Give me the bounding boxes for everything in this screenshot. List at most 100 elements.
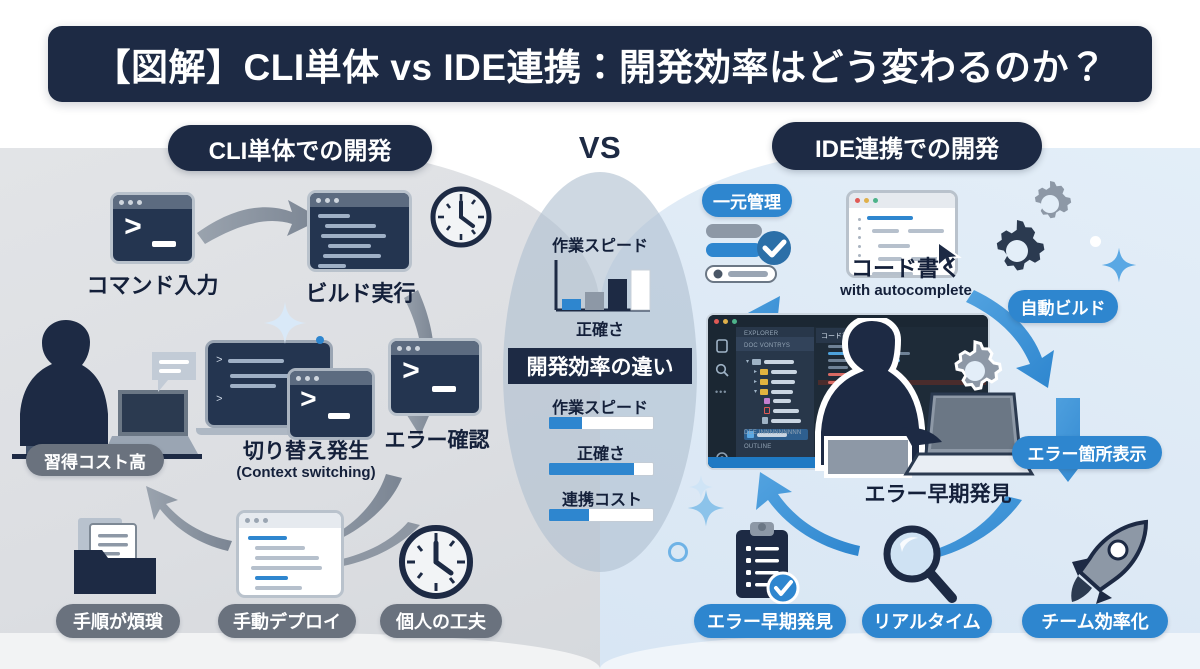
badge-jido-build-text: 自動ビルド	[1020, 299, 1106, 318]
badge-tejun-hanza: 手順が煩瑣	[56, 604, 180, 638]
chevron-down-icon[interactable]: ▾	[754, 389, 758, 395]
badge-ichigen-kanri: 一元管理	[702, 184, 792, 217]
deploy-window	[236, 510, 344, 598]
metric-bar-accuracy	[548, 462, 654, 476]
folder-icon	[752, 358, 762, 365]
chevron-right-icon[interactable]: ▸	[754, 369, 758, 375]
step-label-build-exec-text: ビルド実行	[305, 281, 416, 306]
badge-team-efficiency: チーム効率化	[1022, 604, 1168, 638]
bar-ide-accuracy	[630, 269, 651, 311]
sparkle-icon	[1101, 247, 1137, 283]
badge-jido-build: 自動ビルド	[1008, 290, 1118, 323]
center-chart-bottom-label: 正確さ	[530, 316, 670, 340]
deploy-window-body	[239, 528, 341, 595]
build-window-body	[310, 207, 409, 269]
terminal-prompt-icon: >	[402, 356, 421, 390]
page-title: 【図解】CLI単体 vs IDE連携：開発効率はどう変わるのか？	[48, 26, 1152, 102]
step-label-context-switching-text: 切り替え発生	[243, 440, 369, 463]
center-chart-top-label: 作業スピード	[520, 232, 680, 256]
badge-error-soki-hakken: エラー早期発見	[694, 604, 846, 638]
chevron-right-icon[interactable]: ▸	[754, 379, 758, 385]
clipboard-check-icon	[736, 522, 800, 605]
metric-label-accuracy-text: 正確さ	[576, 446, 625, 463]
ide-editor-tab-label: コード書く	[821, 332, 856, 340]
metric-label-speed-text: 作業スピード	[551, 400, 648, 417]
folder-icon	[760, 388, 769, 395]
check-circle-icon	[757, 231, 791, 265]
sparkle-icon	[264, 302, 306, 344]
search-icon[interactable]	[715, 363, 730, 378]
badge-ichigen-kanri-text: 一元管理	[713, 193, 781, 212]
badge-kojin-no-kufu-text: 個人の工夫	[396, 612, 486, 632]
metric-label-accuracy: 正確さ	[546, 440, 656, 464]
badge-kojin-no-kufu: 個人の工夫	[380, 604, 502, 638]
chevron-down-icon[interactable]: ▾	[746, 359, 750, 365]
badge-tejun-hanza-text: 手順が煩瑣	[73, 612, 163, 632]
file-active-icon	[747, 431, 754, 438]
magnifier-icon	[883, 525, 957, 603]
badge-realtime-text: リアルタイム	[873, 612, 981, 632]
step-label-error-check-text: エラー確認	[384, 429, 490, 452]
metric-label-cost-text: 連携コスト	[561, 492, 642, 509]
ide-section-label[interactable]: DOC VONTRYS	[736, 337, 814, 351]
badge-error-soki-hakken-text: エラー早期発見	[707, 612, 833, 632]
code-editor-body	[849, 208, 955, 275]
window-titlebar	[113, 195, 192, 209]
step-sublabel-autocomplete: with autocomplete	[840, 282, 972, 300]
badge-error-kasho-hyoji-text: エラー箇所表示	[1027, 445, 1147, 464]
decorative-ring	[668, 542, 688, 562]
badge-shudo-deploy-text: 手動デプロイ	[233, 612, 341, 632]
step-label-build-exec: ビルド実行	[288, 276, 433, 308]
center-chart-bottom-label-text: 正確さ	[575, 322, 624, 339]
center-comparison-title-text: 開発効率の違い	[526, 356, 674, 379]
monitor-stand	[196, 428, 342, 435]
file-icon	[762, 417, 768, 424]
documents-folder-icon	[74, 518, 156, 594]
right-section-heading-text: IDE連携での開発	[814, 135, 999, 163]
developer-silhouette-icon	[12, 320, 202, 459]
window-titlebar	[310, 193, 409, 207]
terminal-cursor-icon	[152, 241, 176, 247]
metric-bar-cost	[548, 508, 654, 522]
step-label-command-input: コマンド入力	[70, 268, 235, 300]
decorative-dot	[1090, 236, 1101, 247]
folder-icon	[760, 378, 769, 385]
window-titlebar	[849, 193, 955, 208]
sparkle-icon	[687, 489, 725, 527]
chat-bubble-icon	[152, 352, 196, 392]
step-label-code-write: コード書く with autocomplete	[826, 256, 986, 300]
ide-titlebar	[708, 315, 988, 327]
badge-shutoku-cost: 習得コスト高	[26, 444, 164, 476]
terminal-prompt-icon: >	[124, 212, 143, 246]
center-comparison-title: 開発効率の違い	[508, 348, 692, 384]
badge-shudo-deploy: 手動デプロイ	[218, 604, 356, 638]
decorative-dot	[316, 336, 324, 344]
vs-divider-label: VS	[578, 130, 622, 165]
context-window-body: > >	[208, 343, 330, 413]
ide-outline-label[interactable]: OUTLINE	[744, 444, 772, 450]
files-icon[interactable]	[715, 339, 730, 354]
center-bar-chart	[554, 260, 651, 312]
terminal-command-window	[110, 192, 195, 264]
badge-team-efficiency-text: チーム効率化	[1041, 612, 1149, 632]
metric-bar-cost-fill	[549, 509, 589, 521]
context-switch-overlay-terminal	[287, 368, 375, 440]
developer-silhouette-icon	[815, 318, 1035, 478]
bar-cli-speed	[562, 299, 581, 310]
folder-icon	[760, 368, 769, 375]
sparkle-icon	[689, 475, 713, 499]
more-icon[interactable]: •••	[715, 387, 728, 397]
clock-icon	[430, 186, 492, 248]
terminal-prompt-icon: >	[300, 386, 317, 417]
right-section-heading: IDE連携での開発	[772, 122, 1042, 170]
step-label-error-early-detect-text: エラー早期発見	[864, 483, 1012, 506]
terminal-cursor-icon	[432, 386, 456, 392]
page-title-text: 【図解】CLI単体 vs IDE連携：開発効率はどう変わるのか？	[93, 47, 1107, 88]
ide-secondary-label[interactable]: DEE INNNNNNNNN	[744, 430, 802, 436]
gear-icon	[954, 340, 1003, 391]
ide-activity-bar[interactable]: •••	[708, 327, 736, 468]
gear-icon	[1034, 181, 1072, 219]
bar-cli-accuracy	[585, 292, 604, 310]
bar-ide-speed	[608, 279, 627, 310]
